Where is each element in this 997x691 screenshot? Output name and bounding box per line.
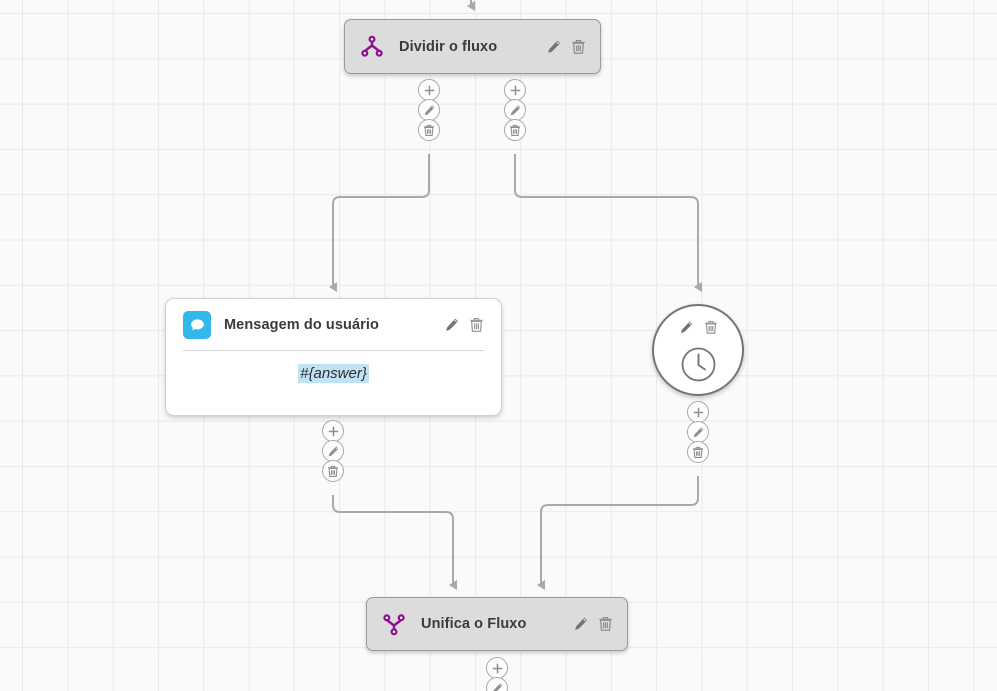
node-user-message[interactable]: Mensagem do usuário [165, 298, 502, 416]
split-flow-icon [359, 34, 385, 60]
node-split-flow-title: Dividir o fluxo [399, 38, 498, 55]
node-merge-flow-actions [573, 616, 613, 632]
node-merge-flow[interactable]: Unifica o Fluxo [366, 597, 628, 651]
pencil-icon[interactable] [444, 317, 460, 333]
trash-icon[interactable] [687, 441, 709, 463]
trash-icon[interactable] [504, 119, 526, 141]
pencil-icon[interactable] [486, 677, 508, 691]
add-icon[interactable] [486, 657, 508, 679]
variable-token: #{answer} [298, 364, 369, 383]
node-split-flow[interactable]: Dividir o fluxo [344, 19, 601, 74]
card-divider [183, 350, 484, 351]
edge-delay-to-merge [537, 476, 699, 590]
add-icon[interactable] [687, 401, 709, 423]
clock-icon [680, 346, 717, 388]
edge-split-to-message [329, 154, 430, 292]
pencil-icon[interactable] [504, 99, 526, 121]
merge-flow-icon [381, 611, 407, 637]
trash-icon[interactable] [598, 616, 613, 632]
pencil-icon[interactable] [418, 99, 440, 121]
port-stack-split-out-left[interactable] [418, 79, 440, 141]
pencil-icon[interactable] [679, 320, 694, 340]
add-icon[interactable] [322, 420, 344, 442]
pencil-icon[interactable] [573, 616, 589, 632]
node-split-flow-actions [546, 39, 586, 55]
edge-message-to-merge [332, 495, 457, 590]
trash-icon[interactable] [571, 39, 586, 55]
pencil-icon[interactable] [546, 39, 562, 55]
add-icon[interactable] [418, 79, 440, 101]
node-delay[interactable] [652, 304, 744, 396]
port-stack-delay-out[interactable] [687, 401, 709, 463]
trash-icon[interactable] [704, 320, 718, 340]
node-user-message-header: Mensagem do usuário [166, 299, 501, 339]
edge-split-to-delay [514, 154, 702, 292]
chat-bubble-icon [183, 311, 211, 339]
port-stack-message-out[interactable] [322, 420, 344, 482]
node-user-message-title: Mensagem do usuário [224, 317, 379, 333]
trash-icon[interactable] [322, 460, 344, 482]
node-user-message-actions [444, 317, 484, 333]
pencil-icon[interactable] [322, 440, 344, 462]
node-user-message-body: #{answer} [166, 351, 501, 399]
trash-icon[interactable] [469, 317, 484, 333]
port-stack-merge-out[interactable] [486, 657, 508, 691]
node-merge-flow-title: Unifica o Fluxo [421, 616, 527, 632]
trash-icon[interactable] [418, 119, 440, 141]
port-stack-split-out-right[interactable] [504, 79, 526, 141]
add-icon[interactable] [504, 79, 526, 101]
pencil-icon[interactable] [687, 421, 709, 443]
node-delay-actions [679, 320, 718, 340]
